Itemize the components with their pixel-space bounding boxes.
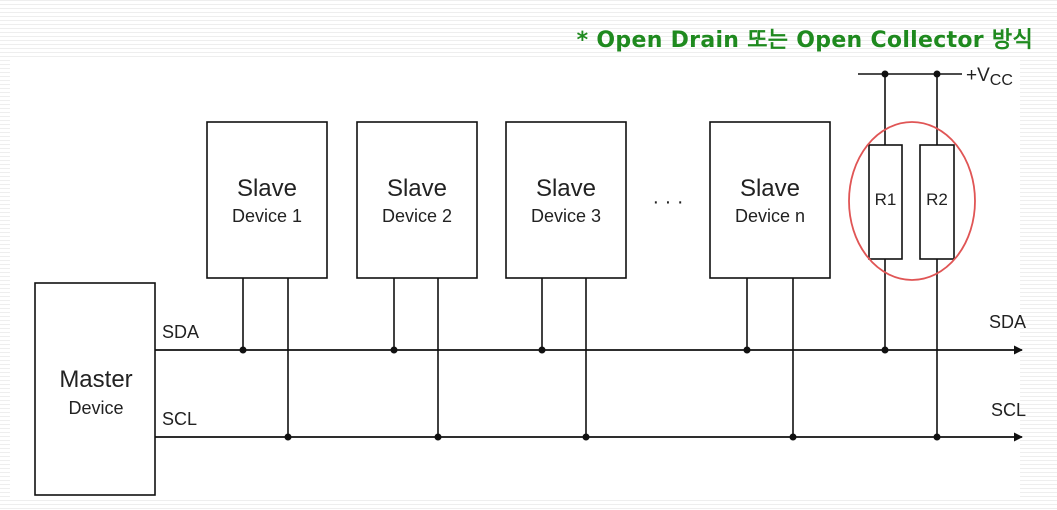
resistor-label: R1	[875, 190, 897, 209]
vcc-label: +VCC	[966, 65, 1013, 89]
pullup-wires	[884, 74, 938, 437]
master-device-label: Master	[59, 366, 132, 393]
slave-label: Slave	[387, 175, 447, 202]
slave-sublabel: Device n	[735, 206, 805, 226]
slave-device-n: Slave Device n	[709, 121, 831, 279]
slave-connections	[242, 278, 794, 437]
resistor-r1: R1	[868, 144, 903, 260]
slave-sublabel: Device 1	[232, 206, 302, 226]
circuit-note: * Open Drain 또는 Open Collector 방식	[576, 28, 1033, 53]
slave-label: Slave	[237, 175, 297, 202]
slave-device-2: Slave Device 2	[356, 121, 478, 279]
slave-device-3: Slave Device 3	[505, 121, 627, 279]
ellipsis-more-devices: · · ·	[652, 191, 683, 213]
master-device: Master Device	[34, 282, 156, 496]
sda-label-right: SDA	[989, 312, 1026, 332]
slave-device-1: Slave Device 1	[206, 121, 328, 279]
slave-sublabel: Device 2	[382, 206, 452, 226]
scl-label-right: SCL	[991, 400, 1026, 420]
slave-sublabel: Device 3	[531, 206, 601, 226]
master-device-sublabel: Device	[68, 398, 123, 418]
sda-label-left: SDA	[162, 322, 199, 342]
resistor-r2: R2	[919, 144, 955, 260]
scl-label-left: SCL	[162, 409, 197, 429]
resistor-label: R2	[926, 190, 948, 209]
slave-label: Slave	[740, 175, 800, 202]
slave-label: Slave	[536, 175, 596, 202]
pullup-highlight-ellipse	[848, 121, 976, 281]
